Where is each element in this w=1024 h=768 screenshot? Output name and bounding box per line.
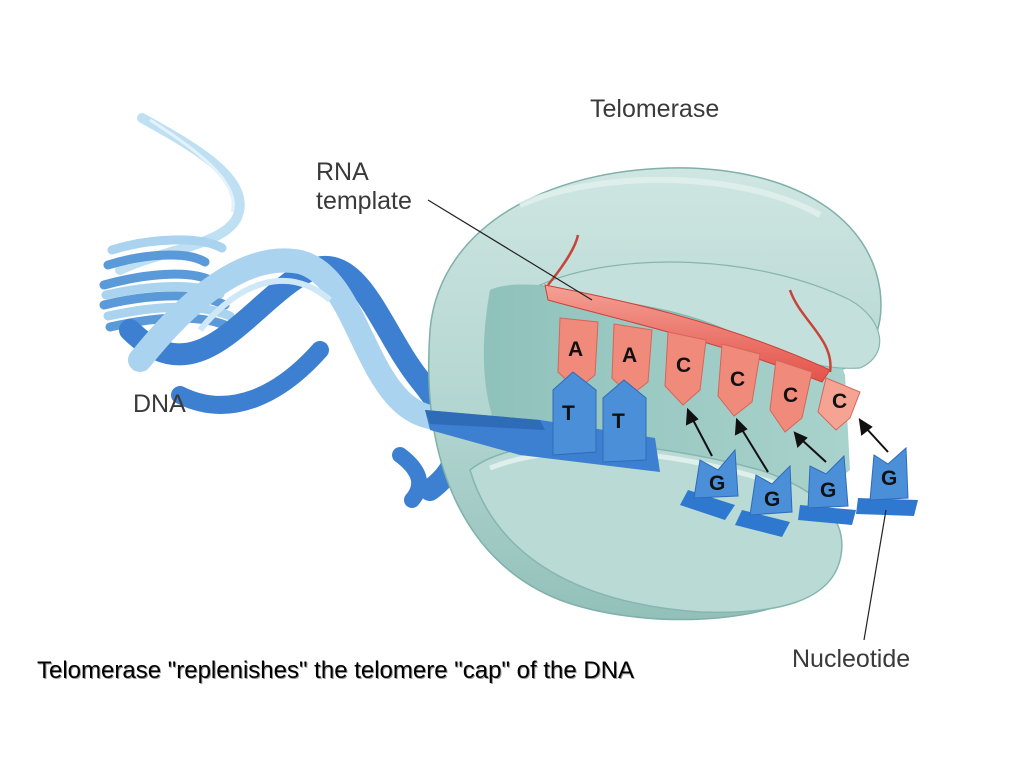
telomerase-label: Telomerase <box>590 95 720 123</box>
nucleotide-leader-line <box>863 509 887 641</box>
rna-base-letter: C <box>783 384 798 407</box>
paired-dna-base: T <box>552 371 597 456</box>
arrow <box>685 407 713 457</box>
rna-base-letter: C <box>730 368 745 391</box>
leader-lines <box>427 199 887 641</box>
dna-base-letter: T <box>612 410 625 433</box>
nucleotide-letter: G <box>881 467 897 490</box>
rna-template-leader-line <box>427 199 593 301</box>
dna-strand-in-enzyme: T T <box>425 371 660 472</box>
incoming-nucleotides: G G G G <box>680 446 918 537</box>
nucleotide-letter: G <box>820 479 836 502</box>
rna-base-letter: A <box>622 344 637 367</box>
caption: Telomerase "replenishes" the telomere "c… <box>37 657 635 684</box>
rna-base-letter: C <box>832 390 847 413</box>
nucleotide-label: Nucleotide <box>792 645 911 673</box>
rna-template-label-line2: template <box>316 187 412 215</box>
nucleotide-letter: G <box>764 488 780 511</box>
nucleotide: G <box>735 464 793 537</box>
nucleotide: G <box>798 454 856 525</box>
arrow <box>858 417 889 453</box>
rna-base: C <box>817 377 861 431</box>
rna-bases: A A C C C C <box>557 317 861 433</box>
rna-base-letter: C <box>676 354 691 377</box>
telomerase-enzyme <box>428 167 882 621</box>
dna-base-letter: T <box>562 402 575 425</box>
rna-base: C <box>717 343 761 417</box>
rna-base: A <box>611 323 653 397</box>
rna-base-letter: A <box>568 338 583 361</box>
pairing-arrows <box>685 407 889 473</box>
dna-label: DNA <box>133 390 186 418</box>
rna-template-label: RNA template <box>316 158 412 216</box>
rna-base: C <box>664 331 707 406</box>
rna-template-label-line1: RNA <box>316 158 369 186</box>
rna-base: A <box>557 317 599 391</box>
nucleotide: G <box>856 446 918 516</box>
dna-helix <box>99 113 482 508</box>
nucleotide-letter: G <box>709 472 725 495</box>
arrow <box>734 417 769 473</box>
nucleotide: G <box>680 448 739 520</box>
paired-dna-base: T <box>602 379 647 463</box>
rna-base: C <box>769 359 813 433</box>
arrow <box>793 431 827 463</box>
